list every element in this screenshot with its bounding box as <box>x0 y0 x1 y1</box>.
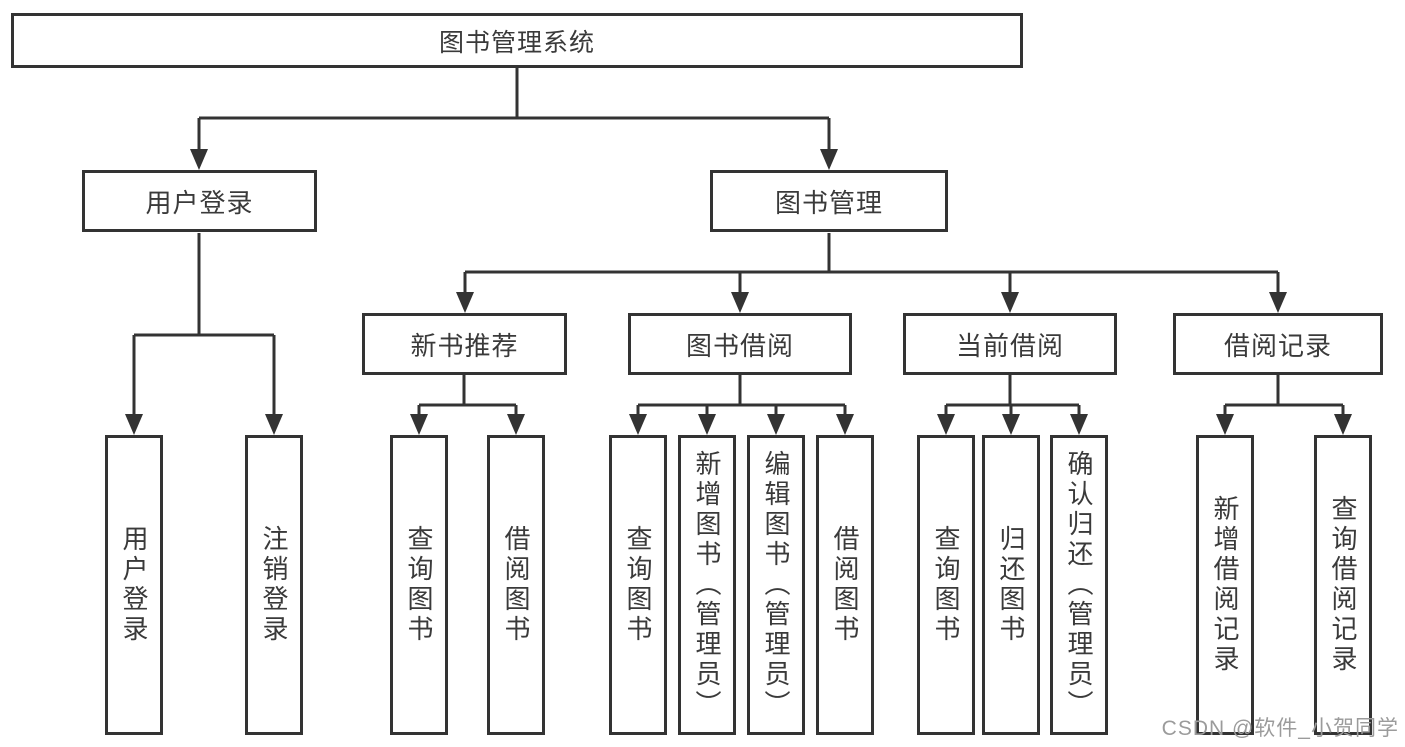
edge-user-login-to-leaves <box>125 233 283 435</box>
leaf-borrow-books: 借阅图书 <box>816 435 874 735</box>
node-book-management: 图书管理 <box>710 170 948 232</box>
arrowhead-icon <box>410 414 428 435</box>
arrowhead-icon <box>767 414 785 435</box>
edge-new-book-recommend-to-leaves <box>410 375 525 435</box>
node-root: 图书管理系统 <box>11 13 1023 68</box>
arrowhead-icon <box>1001 292 1019 313</box>
arrowhead-icon <box>731 292 749 313</box>
leaf-query-books-recommend: 查询图书 <box>390 435 448 735</box>
arrowhead-icon <box>507 414 525 435</box>
leaf-user-login: 用户登录 <box>105 435 163 735</box>
watermark: CSDN @软件_小贺同学 <box>1161 717 1399 740</box>
leaf-add-book-admin: 新增图书（管理员） <box>678 435 736 735</box>
arrowhead-icon <box>820 149 838 170</box>
edge-book-management-to-level2 <box>456 233 1287 313</box>
arrowhead-icon <box>1002 414 1020 435</box>
arrowhead-icon <box>1334 414 1352 435</box>
arrowhead-icon <box>265 414 283 435</box>
node-new-book-recommend: 新书推荐 <box>362 313 567 375</box>
arrowhead-icon <box>698 414 716 435</box>
leaf-confirm-return-admin: 确认归还（管理员） <box>1050 435 1108 735</box>
leaf-query-books-current: 查询图书 <box>917 435 975 735</box>
leaf-edit-book-admin: 编辑图书（管理员） <box>747 435 805 735</box>
edge-root-to-level1 <box>190 68 838 170</box>
leaf-query-borrow-record: 查询借阅记录 <box>1314 435 1372 735</box>
arrowhead-icon <box>629 414 647 435</box>
arrowhead-icon <box>456 292 474 313</box>
arrowhead-icon <box>190 149 208 170</box>
arrowhead-icon <box>937 414 955 435</box>
edge-current-borrow-to-leaves <box>937 375 1088 435</box>
leaf-return-books: 归还图书 <box>982 435 1040 735</box>
arrowhead-icon <box>1070 414 1088 435</box>
arrowhead-icon <box>1269 292 1287 313</box>
edge-borrow-records-to-leaves <box>1216 375 1352 435</box>
arrowhead-icon <box>836 414 854 435</box>
arrowhead-icon <box>1216 414 1234 435</box>
arrowhead-icon <box>125 414 143 435</box>
node-book-borrow: 图书借阅 <box>628 313 852 375</box>
leaf-query-books-borrow: 查询图书 <box>609 435 667 735</box>
leaf-borrow-books-recommend: 借阅图书 <box>487 435 545 735</box>
node-current-borrow: 当前借阅 <box>903 313 1117 375</box>
leaf-add-borrow-record: 新增借阅记录 <box>1196 435 1254 735</box>
node-user-login: 用户登录 <box>82 170 317 232</box>
leaf-logout: 注销登录 <box>245 435 303 735</box>
node-borrow-records: 借阅记录 <box>1173 313 1383 375</box>
edge-book-borrow-to-leaves <box>629 375 854 435</box>
